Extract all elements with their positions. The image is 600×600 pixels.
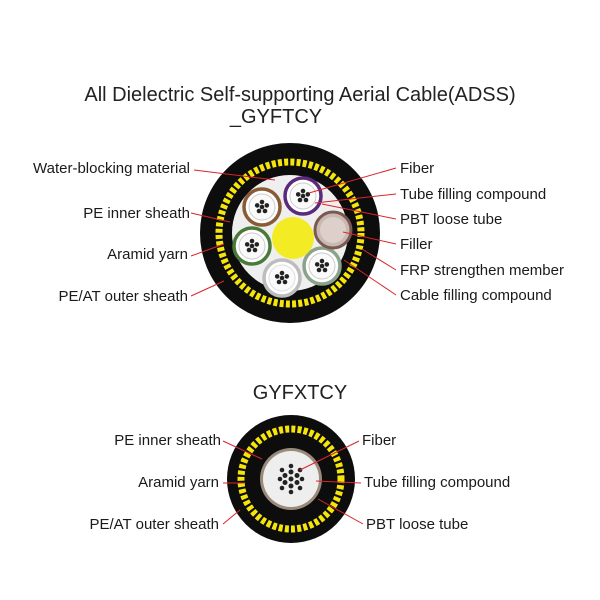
label-fiber: Fiber xyxy=(400,160,435,177)
diagram2-title: GYFXTCY xyxy=(252,382,348,404)
diagram1-title-line1: All Dielectric Self-supporting Aerial Ca… xyxy=(84,84,516,106)
label-frp-strengthen-member: FRP strengthen member xyxy=(400,262,564,279)
cable1-frp-strength-member xyxy=(272,217,314,259)
cable1-leader-lines xyxy=(190,167,397,297)
cable1-tube-topleft xyxy=(242,187,282,227)
cable2-fibers xyxy=(277,463,305,495)
label2-pe-inner-sheath: PE inner sheath xyxy=(114,432,221,449)
cable1-tube-top xyxy=(283,176,323,216)
label2-tube-filling-compound: Tube filling compound xyxy=(364,474,511,491)
label-tube-filling-compound: Tube filling compound xyxy=(400,186,547,203)
label-pe-at-outer-sheath: PE/AT outer sheath xyxy=(58,288,188,305)
cable2 xyxy=(227,415,355,543)
cable1-tube-left xyxy=(232,226,272,266)
cable1-filler xyxy=(313,210,353,250)
cable2-leader-lines xyxy=(222,440,364,525)
label-water-blocking-material: Water-blocking material xyxy=(33,160,190,177)
label2-fiber: Fiber xyxy=(362,432,397,449)
label-pbt-loose-tube: PBT loose tube xyxy=(400,211,503,228)
cable1 xyxy=(200,143,380,323)
label-filler: Filler xyxy=(400,236,433,253)
cable1-aramid-yarn xyxy=(215,158,365,308)
diagram1-title-line2: _GYFTCY xyxy=(229,106,323,128)
label-cable-filling-compound: Cable filling compound xyxy=(400,287,552,304)
label2-pe-at-outer-sheath: PE/AT outer sheath xyxy=(89,516,219,533)
label2-pbt-loose-tube: PBT loose tube xyxy=(366,516,469,533)
label2-aramid-yarn: Aramid yarn xyxy=(138,474,219,491)
cable1-tube-bottomleft xyxy=(262,258,302,298)
label-pe-inner-sheath: PE inner sheath xyxy=(83,205,190,222)
label-aramid-yarn: Aramid yarn xyxy=(107,246,188,263)
cable2-aramid-yarn xyxy=(237,425,345,533)
cable1-tube-bottomright xyxy=(302,246,342,286)
